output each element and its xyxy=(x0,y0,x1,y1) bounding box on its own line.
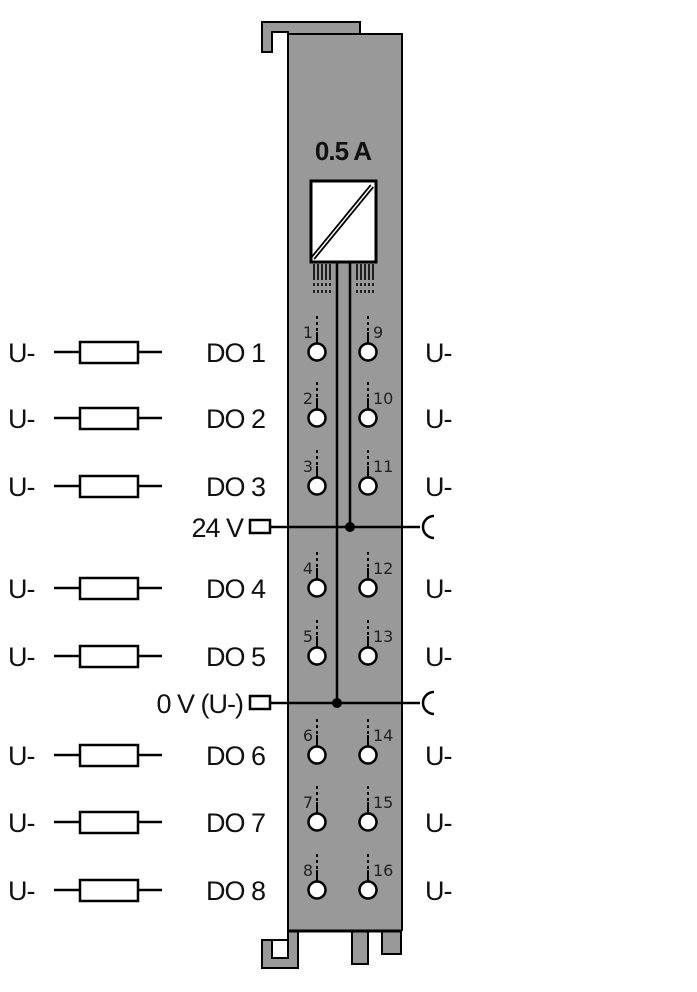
load-label: U- xyxy=(8,808,35,838)
right-load-label: U- xyxy=(425,741,452,771)
output-label: DO 4 xyxy=(206,574,266,604)
terminal-16[interactable]: 16 xyxy=(358,854,394,900)
channel-row: U- DO 2 2 10U- xyxy=(8,382,453,434)
terminal-number: 7 xyxy=(303,793,313,812)
right-load-label: U- xyxy=(425,338,452,368)
resistor-icon xyxy=(54,406,162,431)
resistor-icon xyxy=(54,474,162,499)
channel-row: U- DO 7 7 15U- xyxy=(8,786,453,838)
terminal-8[interactable]: 8 xyxy=(303,854,327,900)
terminal-number: 9 xyxy=(373,323,383,342)
load-label: U- xyxy=(8,338,35,368)
terminal-2[interactable]: 2 xyxy=(303,382,327,428)
terminal-7[interactable]: 7 xyxy=(303,786,327,832)
channel-row: U- DO 6 6 14U- xyxy=(8,719,453,771)
resistor-icon xyxy=(54,644,162,669)
terminal-number: 11 xyxy=(373,457,393,476)
converter-icon xyxy=(309,179,378,264)
power-rail-24v: 24 V xyxy=(191,513,435,543)
jumper-contact-icon xyxy=(421,514,435,540)
resistor-icon xyxy=(54,878,162,903)
output-label: DO 3 xyxy=(206,472,265,502)
output-label: DO 7 xyxy=(206,808,265,838)
terminal-10[interactable]: 10 xyxy=(358,382,394,428)
terminal-number: 4 xyxy=(303,559,313,578)
terminal-14[interactable]: 14 xyxy=(358,719,394,765)
power-rail-0v: 0 V (U-) xyxy=(157,689,435,719)
resistor-icon xyxy=(54,810,162,835)
output-label: DO 1 xyxy=(206,338,265,368)
terminal-number: 3 xyxy=(303,457,313,476)
terminal-number: 13 xyxy=(373,627,393,646)
terminal-3[interactable]: 3 xyxy=(303,450,327,496)
channel-row: U- DO 3 3 11U- xyxy=(8,450,453,502)
terminal-13[interactable]: 13 xyxy=(358,620,394,666)
jumper-contact-icon xyxy=(421,690,435,716)
right-load-label: U- xyxy=(425,574,452,604)
load-label: U- xyxy=(8,876,35,906)
load-label: U- xyxy=(8,574,35,604)
load-label: U- xyxy=(8,472,35,502)
rating-label: 0.5 A xyxy=(315,136,372,166)
right-load-label: U- xyxy=(425,642,452,672)
output-label: DO 5 xyxy=(206,642,265,672)
output-label: DO 2 xyxy=(206,404,265,434)
channel-row: U- DO 1 1 9U- xyxy=(8,316,453,368)
resistor-icon xyxy=(54,340,162,365)
load-label: U- xyxy=(8,404,35,434)
terminal-number: 8 xyxy=(303,861,313,880)
terminal-6[interactable]: 6 xyxy=(303,719,327,765)
ribbon-connector-icon xyxy=(313,264,374,293)
terminal-1[interactable]: 1 xyxy=(303,316,327,362)
right-load-label: U- xyxy=(425,876,452,906)
terminal-number: 6 xyxy=(303,726,313,745)
terminal-12[interactable]: 12 xyxy=(358,552,394,598)
terminal-number: 2 xyxy=(303,389,313,408)
terminal-number: 16 xyxy=(373,861,393,880)
channel-row: U- DO 4 4 12U- xyxy=(8,552,453,604)
right-load-label: U- xyxy=(425,472,452,502)
terminal-number: 10 xyxy=(373,389,393,408)
terminal-9[interactable]: 9 xyxy=(358,316,384,362)
terminal-number: 14 xyxy=(373,726,393,745)
rail-label-0v: 0 V (U-) xyxy=(157,689,244,719)
internal-bus xyxy=(335,262,352,703)
terminal-number: 15 xyxy=(373,793,393,812)
channel-row: U- DO 8 8 16U- xyxy=(8,854,453,906)
terminal-15[interactable]: 15 xyxy=(358,786,394,832)
resistor-icon xyxy=(54,743,162,768)
terminal-number: 5 xyxy=(303,627,313,646)
rail-label-24v: 24 V xyxy=(191,513,244,543)
load-label: U- xyxy=(8,741,35,771)
channel-row: U- DO 5 5 13U- xyxy=(8,620,453,672)
terminal-number: 12 xyxy=(373,559,393,578)
right-load-label: U- xyxy=(425,404,452,434)
output-label: DO 6 xyxy=(206,741,265,771)
load-label: U- xyxy=(8,642,35,672)
terminal-4[interactable]: 4 xyxy=(303,552,327,598)
terminal-number: 1 xyxy=(303,323,313,342)
resistor-icon xyxy=(54,576,162,601)
terminal-5[interactable]: 5 xyxy=(303,620,327,666)
terminal-11[interactable]: 11 xyxy=(358,450,394,496)
output-label: DO 8 xyxy=(206,876,265,906)
right-load-label: U- xyxy=(425,808,452,838)
